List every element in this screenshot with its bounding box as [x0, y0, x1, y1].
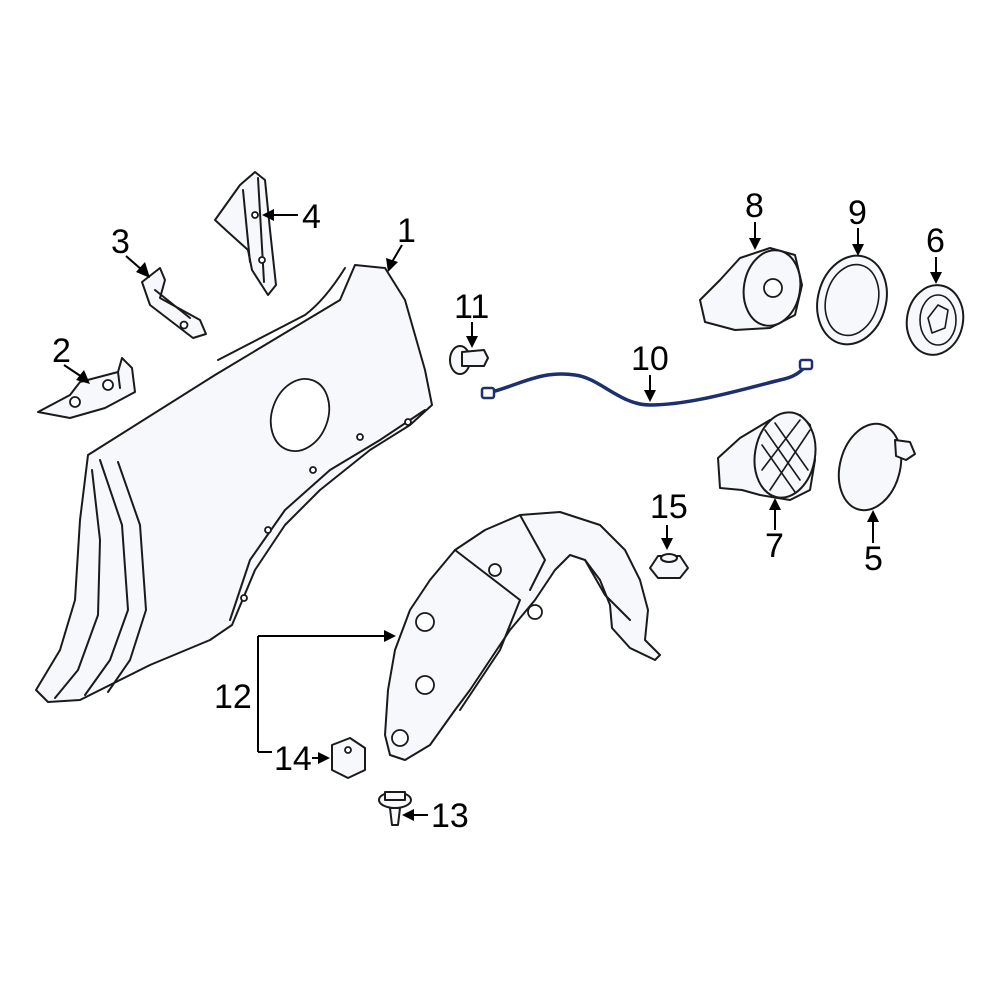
callout-8[interactable]: 8 [745, 187, 764, 225]
callout-11[interactable]: 11 [454, 288, 489, 326]
callout-6[interactable]: 6 [926, 222, 945, 260]
callout-4[interactable]: 4 [302, 198, 321, 236]
callout-2[interactable]: 2 [52, 332, 71, 370]
callout-labels: 1 2 3 4 5 6 7 8 9 10 11 12 13 14 15 [52, 187, 945, 835]
nut-part-15[interactable] [649, 553, 689, 579]
bracket-part-2[interactable] [37, 357, 136, 419]
callout-3[interactable]: 3 [111, 223, 130, 261]
callout-15[interactable]: 15 [650, 488, 688, 526]
filler-housing-part-8[interactable] [699, 246, 806, 331]
release-cable-part-10[interactable] [480, 358, 814, 407]
bracket-part-3[interactable] [141, 267, 207, 339]
callout-14[interactable]: 14 [274, 740, 312, 778]
callout-1[interactable]: 1 [397, 212, 416, 250]
clip-nut-part-14[interactable] [331, 737, 366, 779]
bracket-part-4[interactable] [214, 171, 277, 296]
release-cable [486, 364, 808, 407]
push-clip-part-11[interactable] [449, 345, 489, 375]
wheel-liner-part-12[interactable] [384, 511, 661, 761]
callout-leaders [63, 209, 942, 821]
fuel-cap-part-6[interactable] [901, 281, 968, 360]
callout-12[interactable]: 12 [214, 678, 252, 716]
callout-13[interactable]: 13 [431, 797, 469, 835]
callout-5[interactable]: 5 [864, 540, 883, 578]
callout-7[interactable]: 7 [765, 527, 784, 565]
seal-ring-part-9[interactable] [808, 248, 897, 353]
callout-10[interactable]: 10 [631, 340, 669, 378]
filler-housing-part-7[interactable] [717, 407, 822, 502]
screw-part-13[interactable] [378, 791, 412, 826]
callout-9[interactable]: 9 [848, 194, 867, 232]
quarter-panel-part-1[interactable] [35, 264, 433, 703]
fuel-door-part-5[interactable] [830, 417, 916, 518]
